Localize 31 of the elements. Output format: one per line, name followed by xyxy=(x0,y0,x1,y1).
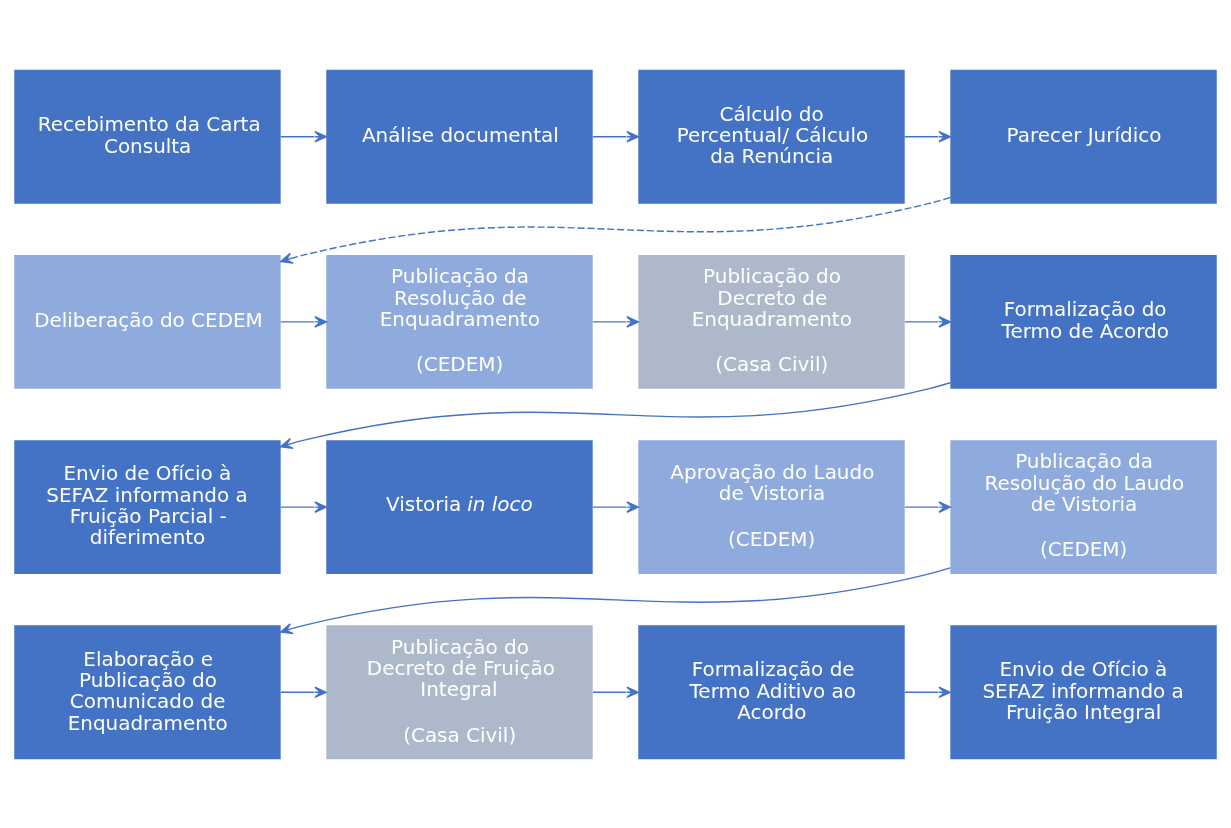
node-box: Publicação da Resolução do Laudo de Vistoria (CEDEM) xyxy=(950,439,1217,574)
node-box: Publicação do Decreto de Enquadramento (Casa Civil) xyxy=(638,254,905,389)
node-box: Envio de Ofício à SEFAZ informando a Fruição Parcial - diferimento xyxy=(14,439,281,574)
arrow xyxy=(592,500,639,513)
node-box: Vistoria in loco xyxy=(326,439,593,574)
node-box: Formalização de Termo Aditivo ao Acordo xyxy=(638,624,905,759)
node-box: Cálculo do Percentual/ Cálculo da Renúncia xyxy=(638,69,905,204)
arrow xyxy=(904,686,951,698)
arrow xyxy=(280,196,951,264)
arrow xyxy=(280,315,327,328)
arrow xyxy=(280,381,951,449)
arrow xyxy=(280,500,327,513)
node-box: Aprovação do Laudo de Vistoria (CEDEM) xyxy=(638,439,905,574)
arrow xyxy=(280,566,951,634)
node-box: Análise documental xyxy=(326,69,593,204)
node-box: Publicação do Decreto de Fruição Integral (Casa Civil) xyxy=(326,624,593,759)
node-box: Elaboração e Publicação do Comunicado de Enquadramento xyxy=(14,624,281,759)
arrow xyxy=(904,500,951,513)
node-box: Publicação da Resolução de Enquadramento (CEDEM) xyxy=(326,254,593,389)
arrow xyxy=(280,686,327,698)
node-box: Deliberação do CEDEM xyxy=(14,254,281,389)
arrow xyxy=(904,315,951,328)
arrow xyxy=(592,130,639,142)
node-box: Parecer Jurídico xyxy=(950,69,1217,204)
node-box: Recebimento da Carta Consulta xyxy=(14,69,281,204)
arrow xyxy=(592,315,639,328)
arrow xyxy=(280,130,327,142)
arrow xyxy=(904,130,951,142)
node-box: Formalização do Termo de Acordo xyxy=(950,254,1217,389)
arrow xyxy=(592,686,639,698)
node-box: Envio de Ofício à SEFAZ informando a Fruição Integral xyxy=(950,624,1217,759)
